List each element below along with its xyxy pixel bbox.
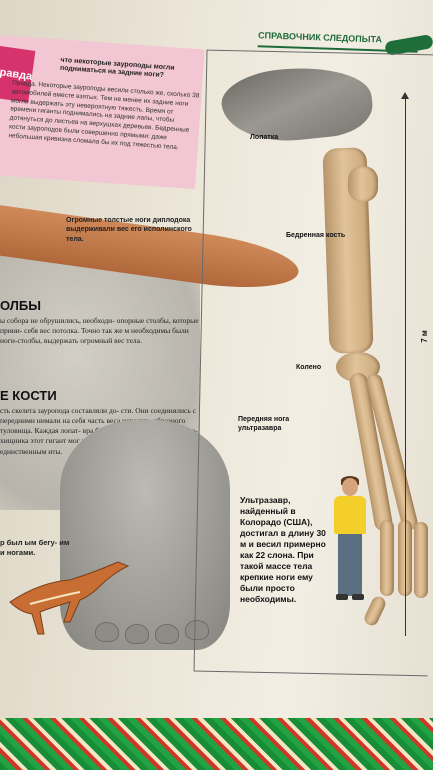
page-header-title: СПРАВОЧНИК СЛЕДОПЫТА <box>257 30 383 45</box>
toe <box>95 622 119 642</box>
label-foreleg: Передняя нога ультразавра <box>238 416 290 432</box>
sauropod-leg-illustration <box>60 420 230 650</box>
human-shoe <box>336 594 348 600</box>
human-shirt <box>334 496 366 534</box>
section-text-pillars: ы собора не обрушились, необходи- опорны… <box>0 316 199 346</box>
ultrasaurus-text: Ультразавр, найденный в Колорадо (США), … <box>240 495 326 605</box>
raptor-caption: р был ым бегу- им и ногами. <box>0 538 70 558</box>
toe <box>125 624 149 644</box>
section-heading-pillars: ОЛБЫ <box>0 298 41 313</box>
diplodocus-caption: Огромные толстые ноги диплодока выдержив… <box>66 217 192 243</box>
human-scale-figure <box>330 476 370 606</box>
raptor-illustration <box>9 561 130 635</box>
sauropod-toes <box>95 618 225 644</box>
label-femur: Бедренная кость <box>286 232 346 239</box>
human-pants <box>338 534 362 596</box>
toe <box>185 620 209 640</box>
section-heading-bones: Е КОСТИ <box>0 388 57 403</box>
pravda-body: Правда. Некоторые зауроподы весили столь… <box>8 79 200 151</box>
metacarpal-bone <box>414 522 428 598</box>
rug-background <box>0 718 433 770</box>
book-page: Правда что некоторые зауроподы могли под… <box>0 0 433 730</box>
toe <box>155 624 179 644</box>
scale-line <box>405 96 406 636</box>
scale-arrow-icon <box>401 92 409 99</box>
human-shoe <box>352 594 364 600</box>
human-head <box>342 478 358 496</box>
joint-bone <box>348 166 378 202</box>
scale-label: 7 м <box>419 330 429 343</box>
label-knee: Колено <box>296 364 322 371</box>
label-scapula: Лопатка <box>250 134 279 141</box>
metacarpal-bone <box>380 520 394 596</box>
